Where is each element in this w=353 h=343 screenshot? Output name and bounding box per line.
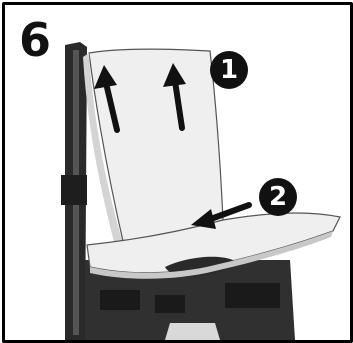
- callout-badge-1: 1: [210, 51, 248, 89]
- base-slot: [225, 283, 280, 308]
- shower-chair-illustration: [5, 5, 350, 340]
- step-number: 6: [19, 17, 51, 63]
- base-highlight: [165, 323, 220, 340]
- callout-badge-2: 2: [259, 178, 297, 216]
- base-slot: [155, 295, 185, 313]
- base-slot: [100, 290, 140, 310]
- frame-bracket: [61, 175, 87, 205]
